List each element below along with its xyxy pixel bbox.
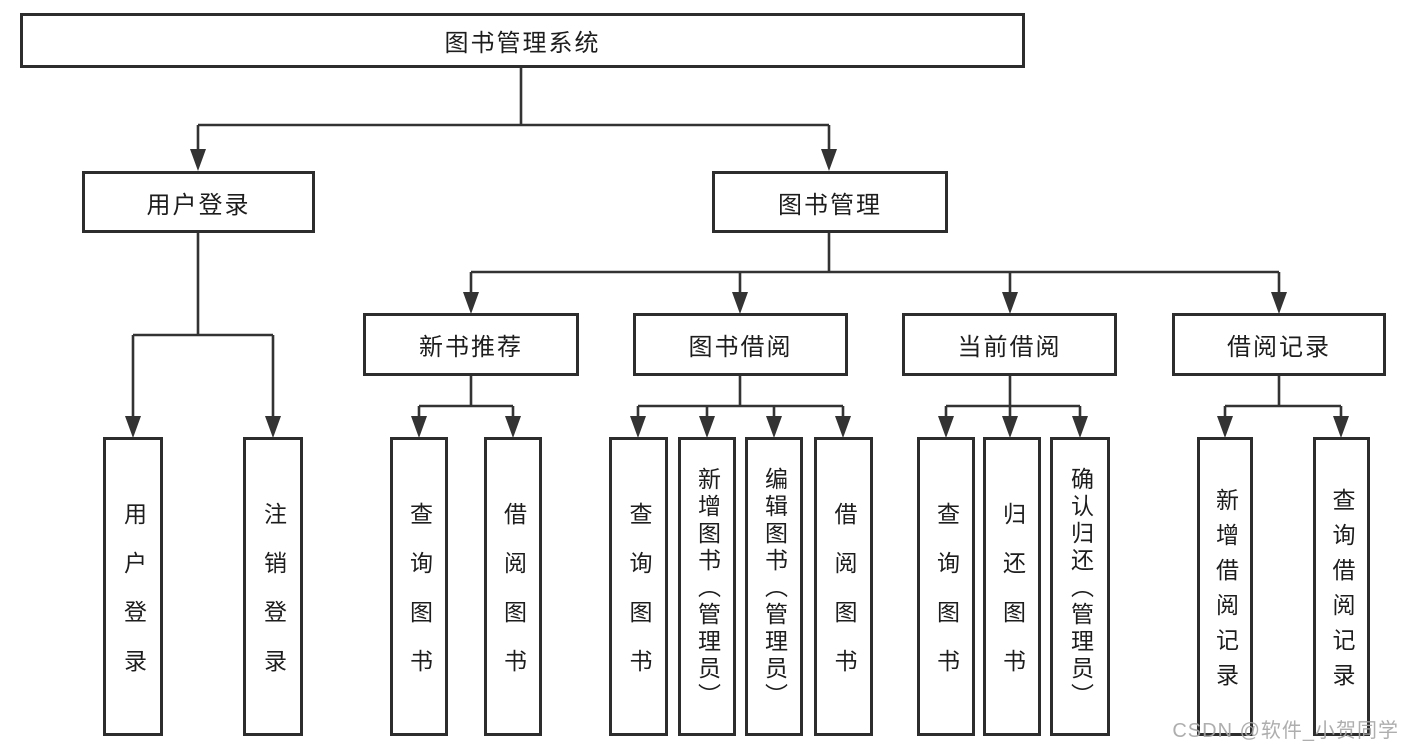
node-book-management: 图书管理 — [712, 171, 948, 233]
node-label: 当前借阅 — [957, 334, 1062, 361]
watermark: CSDN @软件_小贺同学 — [1172, 720, 1399, 742]
node-label: 借阅记录 — [1227, 334, 1331, 361]
leaf-label: 归还图书 — [999, 501, 1026, 698]
leaf-current-query-books: 查询图书 — [917, 437, 975, 736]
leaf-label: 用户登录 — [120, 501, 147, 698]
node-label: 图书借阅 — [688, 334, 793, 361]
leaf-borrow-borrow-books: 借阅图书 — [814, 437, 873, 736]
leaf-label: 查询图书 — [933, 501, 960, 698]
leaf-records-query-record: 查询借阅记录 — [1313, 437, 1370, 736]
node-library-management-system: 图书管理系统 — [20, 13, 1025, 68]
node-user-login: 用户登录 — [82, 171, 315, 233]
leaf-label: 查询借阅记录 — [1329, 487, 1355, 698]
leaf-current-return-books: 归还图书 — [983, 437, 1041, 736]
leaf-records-add-record: 新增借阅记录 — [1197, 437, 1253, 736]
leaf-label: 注销登录 — [260, 501, 287, 698]
leaf-label: 借阅图书 — [500, 501, 527, 698]
node-label: 新书推荐 — [419, 334, 523, 361]
arrowheads — [125, 149, 1349, 438]
node-book-borrowing: 图书借阅 — [633, 313, 848, 376]
leaf-borrow-query-books: 查询图书 — [609, 437, 668, 736]
node-new-book-recommend: 新书推荐 — [363, 313, 579, 376]
leaf-borrow-edit-books-admin: 编辑图书（管理员） — [745, 437, 803, 736]
leaf-borrow-add-books-admin: 新增图书（管理员） — [678, 437, 736, 736]
leaf-recommend-query-books: 查询图书 — [390, 437, 448, 736]
leaf-label: 借阅图书 — [831, 501, 857, 698]
node-current-borrowing: 当前借阅 — [902, 313, 1117, 376]
leaf-label: 查询图书 — [626, 501, 652, 698]
leaf-label: 编辑图书（管理员） — [761, 467, 788, 710]
leaf-logout: 注销登录 — [243, 437, 303, 736]
node-label: 图书管理 — [778, 191, 882, 219]
node-borrowing-records: 借阅记录 — [1172, 313, 1386, 376]
node-label: 用户登录 — [146, 191, 251, 219]
leaf-label: 新增借阅记录 — [1212, 487, 1239, 698]
leaf-label: 查询图书 — [406, 501, 433, 698]
leaf-user-login: 用户登录 — [103, 437, 163, 736]
leaf-label: 确认归还（管理员） — [1067, 467, 1094, 710]
leaf-recommend-borrow-books: 借阅图书 — [484, 437, 542, 736]
leaf-current-confirm-return-admin: 确认归还（管理员） — [1050, 437, 1110, 736]
leaf-label: 新增图书（管理员） — [694, 467, 721, 710]
node-label: 图书管理系统 — [444, 30, 601, 57]
